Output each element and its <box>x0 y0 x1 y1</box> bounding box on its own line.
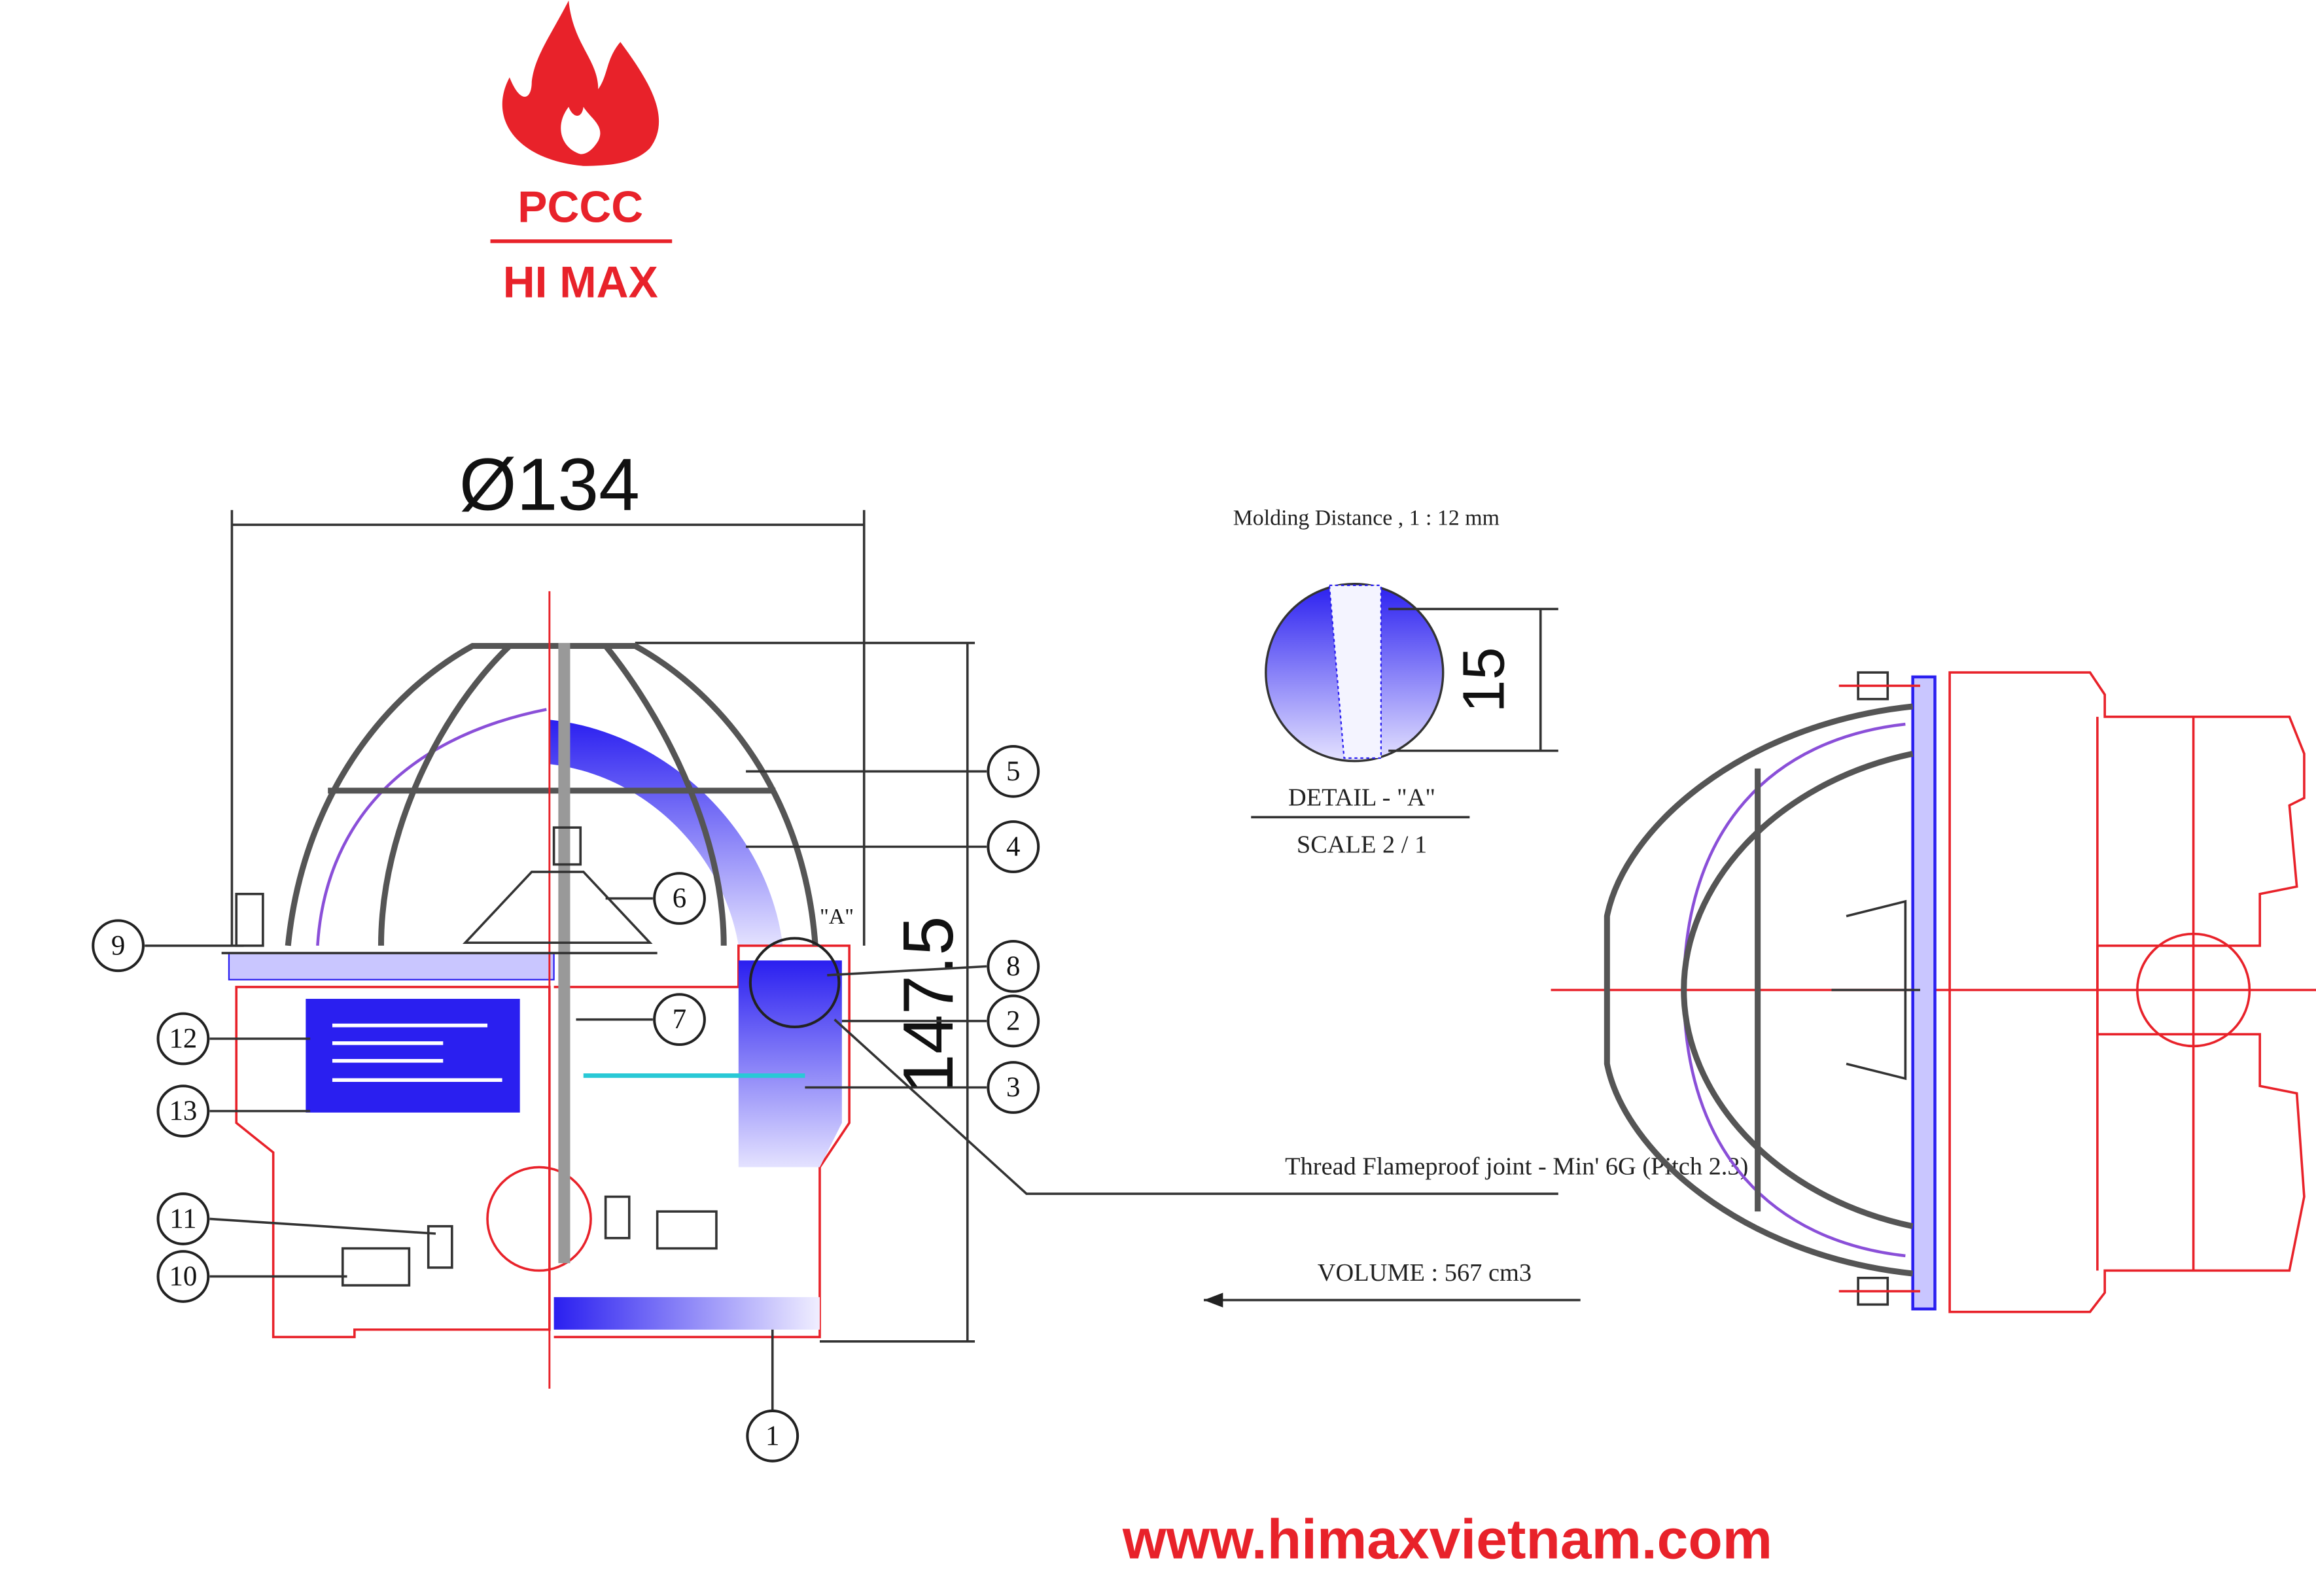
pcc-himax-logo: PCCC HI MAX <box>490 0 673 307</box>
svg-text:Ø134: Ø134 <box>459 443 640 526</box>
balloon-7: 7 <box>653 993 706 1047</box>
svg-text:8: 8 <box>1006 951 1020 982</box>
balloon-8: 8 <box>987 939 1040 993</box>
detail-marker: "A" <box>820 905 854 929</box>
svg-text:2: 2 <box>1006 1005 1020 1036</box>
balloon-5: 5 <box>987 744 1040 798</box>
svg-text:10: 10 <box>169 1261 198 1292</box>
molding-note: Molding Distance , 1 : 12 mm <box>1233 506 1500 530</box>
svg-text:15: 15 <box>1450 647 1517 712</box>
logo-line2: HI MAX <box>503 258 658 307</box>
website-link[interactable]: www.himaxvietnam.com <box>1122 1508 1772 1571</box>
svg-text:12: 12 <box>169 1023 198 1054</box>
svg-text:11: 11 <box>169 1204 196 1234</box>
detail-title: DETAIL - "A" <box>1288 784 1435 811</box>
balloon-3: 3 <box>987 1061 1040 1114</box>
svg-text:5: 5 <box>1006 756 1020 787</box>
part-balloons: 1 2 3 4 5 6 7 8 9 10 11 12 13 <box>92 744 1040 1463</box>
height-dimension: 147.5 <box>635 642 975 1343</box>
svg-text:3: 3 <box>1006 1072 1020 1103</box>
svg-text:147.5: 147.5 <box>888 916 968 1093</box>
balloon-12: 12 <box>156 1012 210 1066</box>
balloon-11: 11 <box>156 1192 210 1245</box>
balloon-13: 13 <box>156 1084 210 1138</box>
front-view <box>1551 671 2316 1313</box>
svg-text:4: 4 <box>1006 831 1020 862</box>
logo-line1: PCCC <box>518 183 643 232</box>
balloon-2: 2 <box>987 994 1040 1048</box>
svg-text:9: 9 <box>111 930 125 961</box>
svg-text:1: 1 <box>765 1421 779 1451</box>
diameter-dimension: Ø134 <box>230 443 866 946</box>
volume-note: VOLUME : 567 cm3 <box>1318 1259 1532 1287</box>
flame-icon <box>502 0 659 166</box>
detail-a: Molding Distance , 1 : 12 mm 15 DETAIL -… <box>1233 506 1558 859</box>
detail-scale: SCALE 2 / 1 <box>1297 831 1427 859</box>
balloon-6: 6 <box>653 872 706 925</box>
balloon-9: 9 <box>92 919 145 973</box>
side-section-view: "A" <box>221 591 854 1389</box>
balloon-1: 1 <box>746 1409 799 1463</box>
leader-lines <box>145 770 1581 1411</box>
svg-text:13: 13 <box>169 1096 198 1126</box>
svg-text:6: 6 <box>673 883 686 914</box>
svg-text:7: 7 <box>673 1004 686 1035</box>
balloon-10: 10 <box>156 1250 210 1303</box>
nameplate <box>306 999 520 1113</box>
balloon-4: 4 <box>987 820 1040 873</box>
